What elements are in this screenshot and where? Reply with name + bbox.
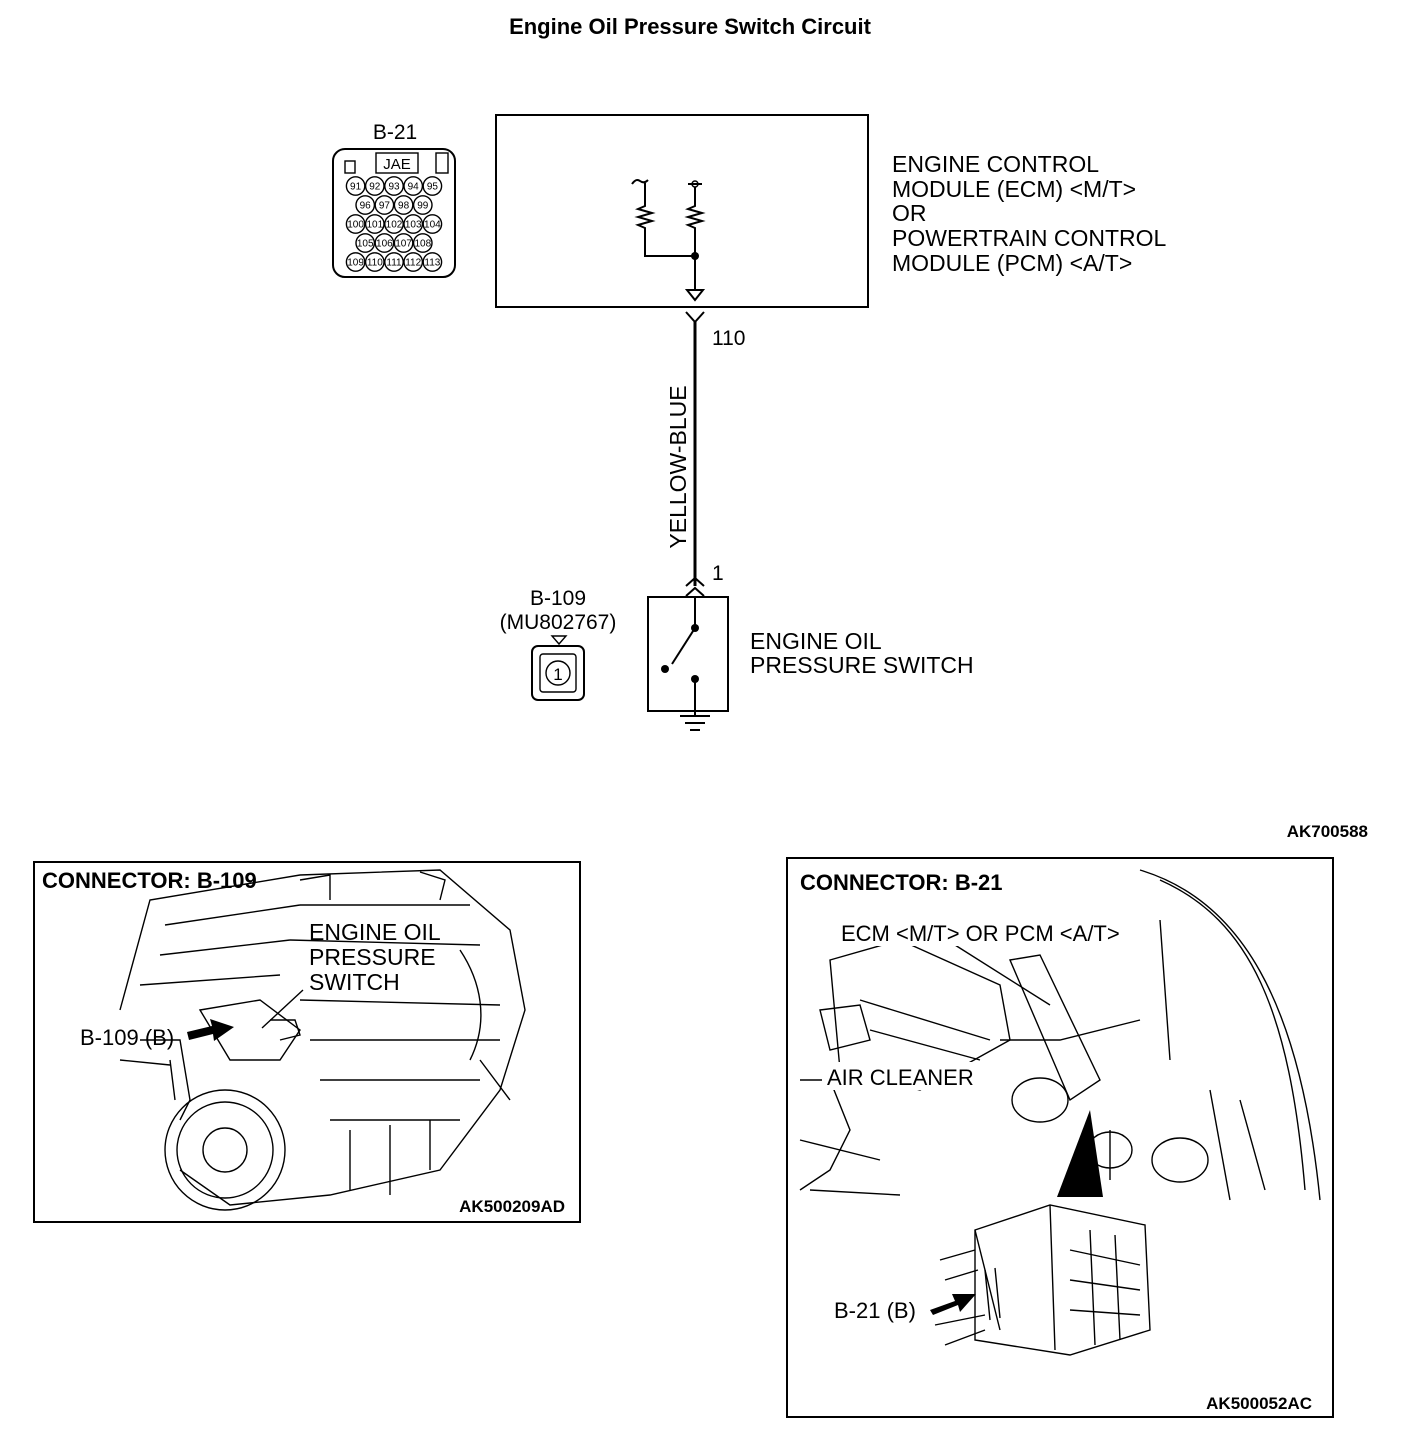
connector-pin — [393, 233, 414, 253]
switch-terminal-number: 1 — [712, 562, 724, 585]
connector-pin-number: 95 — [427, 182, 439, 193]
wire-color-label: YELLOW-BLUE — [665, 385, 691, 548]
connector-pin-number: 111 — [386, 258, 402, 269]
connector-pin — [374, 233, 395, 253]
pointer-arrow — [187, 1019, 234, 1041]
figure-id: AK700588 — [1287, 822, 1368, 841]
connector-pin-number: 93 — [388, 182, 400, 193]
connector-pin-number: 100 — [347, 220, 364, 231]
connector-pin — [403, 176, 424, 196]
connector-b21-maker: JAE — [383, 156, 411, 173]
connector-pin-number: 112 — [405, 258, 421, 269]
connector-b21-label: B-21 — [373, 121, 417, 144]
connector-pin-number: 97 — [379, 201, 391, 212]
connector-pin-number: 91 — [350, 182, 362, 193]
oil-pressure-switch-symbol — [647, 596, 729, 731]
connector-b109-part-number: (MU802767) — [500, 611, 617, 634]
ecm-module-illustration — [934, 1204, 1151, 1356]
oil-pressure-switch-callout: ENGINE OIL PRESSURE SWITCH — [309, 919, 441, 995]
connector-pin — [364, 176, 385, 196]
connector-pin-number: 102 — [386, 220, 403, 231]
ecm-label-line: MODULE (PCM) <A/T> — [892, 250, 1132, 276]
pointer-arrow — [930, 1294, 976, 1315]
b109-pointer-label: B-109 (B) — [80, 1025, 174, 1050]
connector-pin — [355, 233, 376, 253]
connector-pin-number: 110 — [367, 258, 383, 269]
panel-left-heading: CONNECTOR: B-109 — [42, 868, 257, 893]
air-cleaner-label: AIR CLEANER — [827, 1065, 974, 1090]
connector-pin — [384, 252, 404, 272]
connector-pin-number: 96 — [360, 201, 372, 212]
connector-b109-label: B-109 — [530, 587, 586, 610]
connector-pin — [364, 252, 385, 272]
ecm-pcm-label: ENGINE CONTROL MODULE (ECM) <M/T> OR POW… — [892, 151, 1167, 276]
connector-pin-number: 104 — [424, 220, 441, 231]
ecm-label-line: OR — [892, 200, 927, 226]
connector-pin — [355, 195, 376, 215]
connector-pin — [364, 214, 385, 234]
connector-pin — [412, 195, 433, 215]
connector-pin — [393, 195, 414, 215]
connector-b109-location-panel: CONNECTOR: B-109 ENGINE OIL PRESSURE SWI… — [33, 861, 581, 1223]
connector-pin — [374, 195, 395, 215]
panel-right-figure-id: AK500052AC — [1206, 1394, 1312, 1413]
callout-line: PRESSURE — [309, 944, 436, 970]
connector-pin-number: 94 — [408, 182, 420, 193]
panel-right-heading: CONNECTOR: B-21 — [800, 870, 1003, 895]
connector-pin — [422, 176, 443, 196]
connector-pin — [422, 252, 443, 272]
connector-pin-number: 109 — [347, 258, 364, 269]
signal-wire — [685, 311, 705, 597]
connector-pin — [345, 214, 366, 234]
connector-pin-number: 107 — [395, 239, 412, 250]
connector-pin — [384, 214, 404, 234]
callout-line: SWITCH — [309, 969, 400, 995]
ecm-terminal-number: 110 — [712, 327, 745, 350]
connector-b21-location-panel: CONNECTOR: B-21 ECM <M/T> OR PCM <A/T> A… — [786, 857, 1334, 1418]
connector-pin-number: 103 — [405, 220, 422, 231]
connector-pin-number: 106 — [376, 239, 393, 250]
connector-pin-number: 98 — [398, 201, 410, 212]
location-triangle — [1057, 1110, 1103, 1197]
connector-pin — [384, 176, 404, 196]
connector-pin-number: 92 — [369, 182, 381, 193]
switch-label-line: ENGINE OIL — [750, 628, 882, 654]
connector-b109-face: B-109 (MU802767) 1 — [500, 587, 617, 701]
connector-pin — [345, 252, 366, 272]
ecm-label-line: ENGINE CONTROL — [892, 151, 1099, 177]
ecm-pcm-box — [495, 114, 869, 308]
connector-pin — [412, 233, 433, 253]
diagram-title: Engine Oil Pressure Switch Circuit — [509, 14, 872, 39]
callout-line: ENGINE OIL — [309, 919, 441, 945]
switch-label-line: PRESSURE SWITCH — [750, 652, 974, 678]
ecm-label-line: MODULE (ECM) <M/T> — [892, 176, 1136, 202]
ecm-pcm-callout: ECM <M/T> OR PCM <A/T> — [841, 921, 1120, 946]
connector-pin-number: 101 — [366, 220, 383, 231]
b21-pointer-label: B-21 (B) — [834, 1298, 916, 1323]
connector-pin — [345, 176, 366, 196]
panel-left-figure-id: AK500209AD — [459, 1197, 565, 1216]
connector-pin-number: 113 — [424, 258, 440, 269]
connector-pin — [403, 252, 424, 272]
connector-pin — [422, 214, 443, 234]
connector-pin-number: 99 — [417, 201, 429, 212]
engine-illustration — [119, 869, 526, 1211]
connector-pin-number: 108 — [414, 239, 431, 250]
connector-pin — [403, 214, 424, 234]
connector-b109-pin: 1 — [553, 665, 562, 684]
connector-pin-number: 105 — [357, 239, 374, 250]
ecm-label-line: POWERTRAIN CONTROL — [892, 225, 1167, 251]
oil-pressure-switch-label: ENGINE OIL PRESSURE SWITCH — [750, 628, 974, 678]
